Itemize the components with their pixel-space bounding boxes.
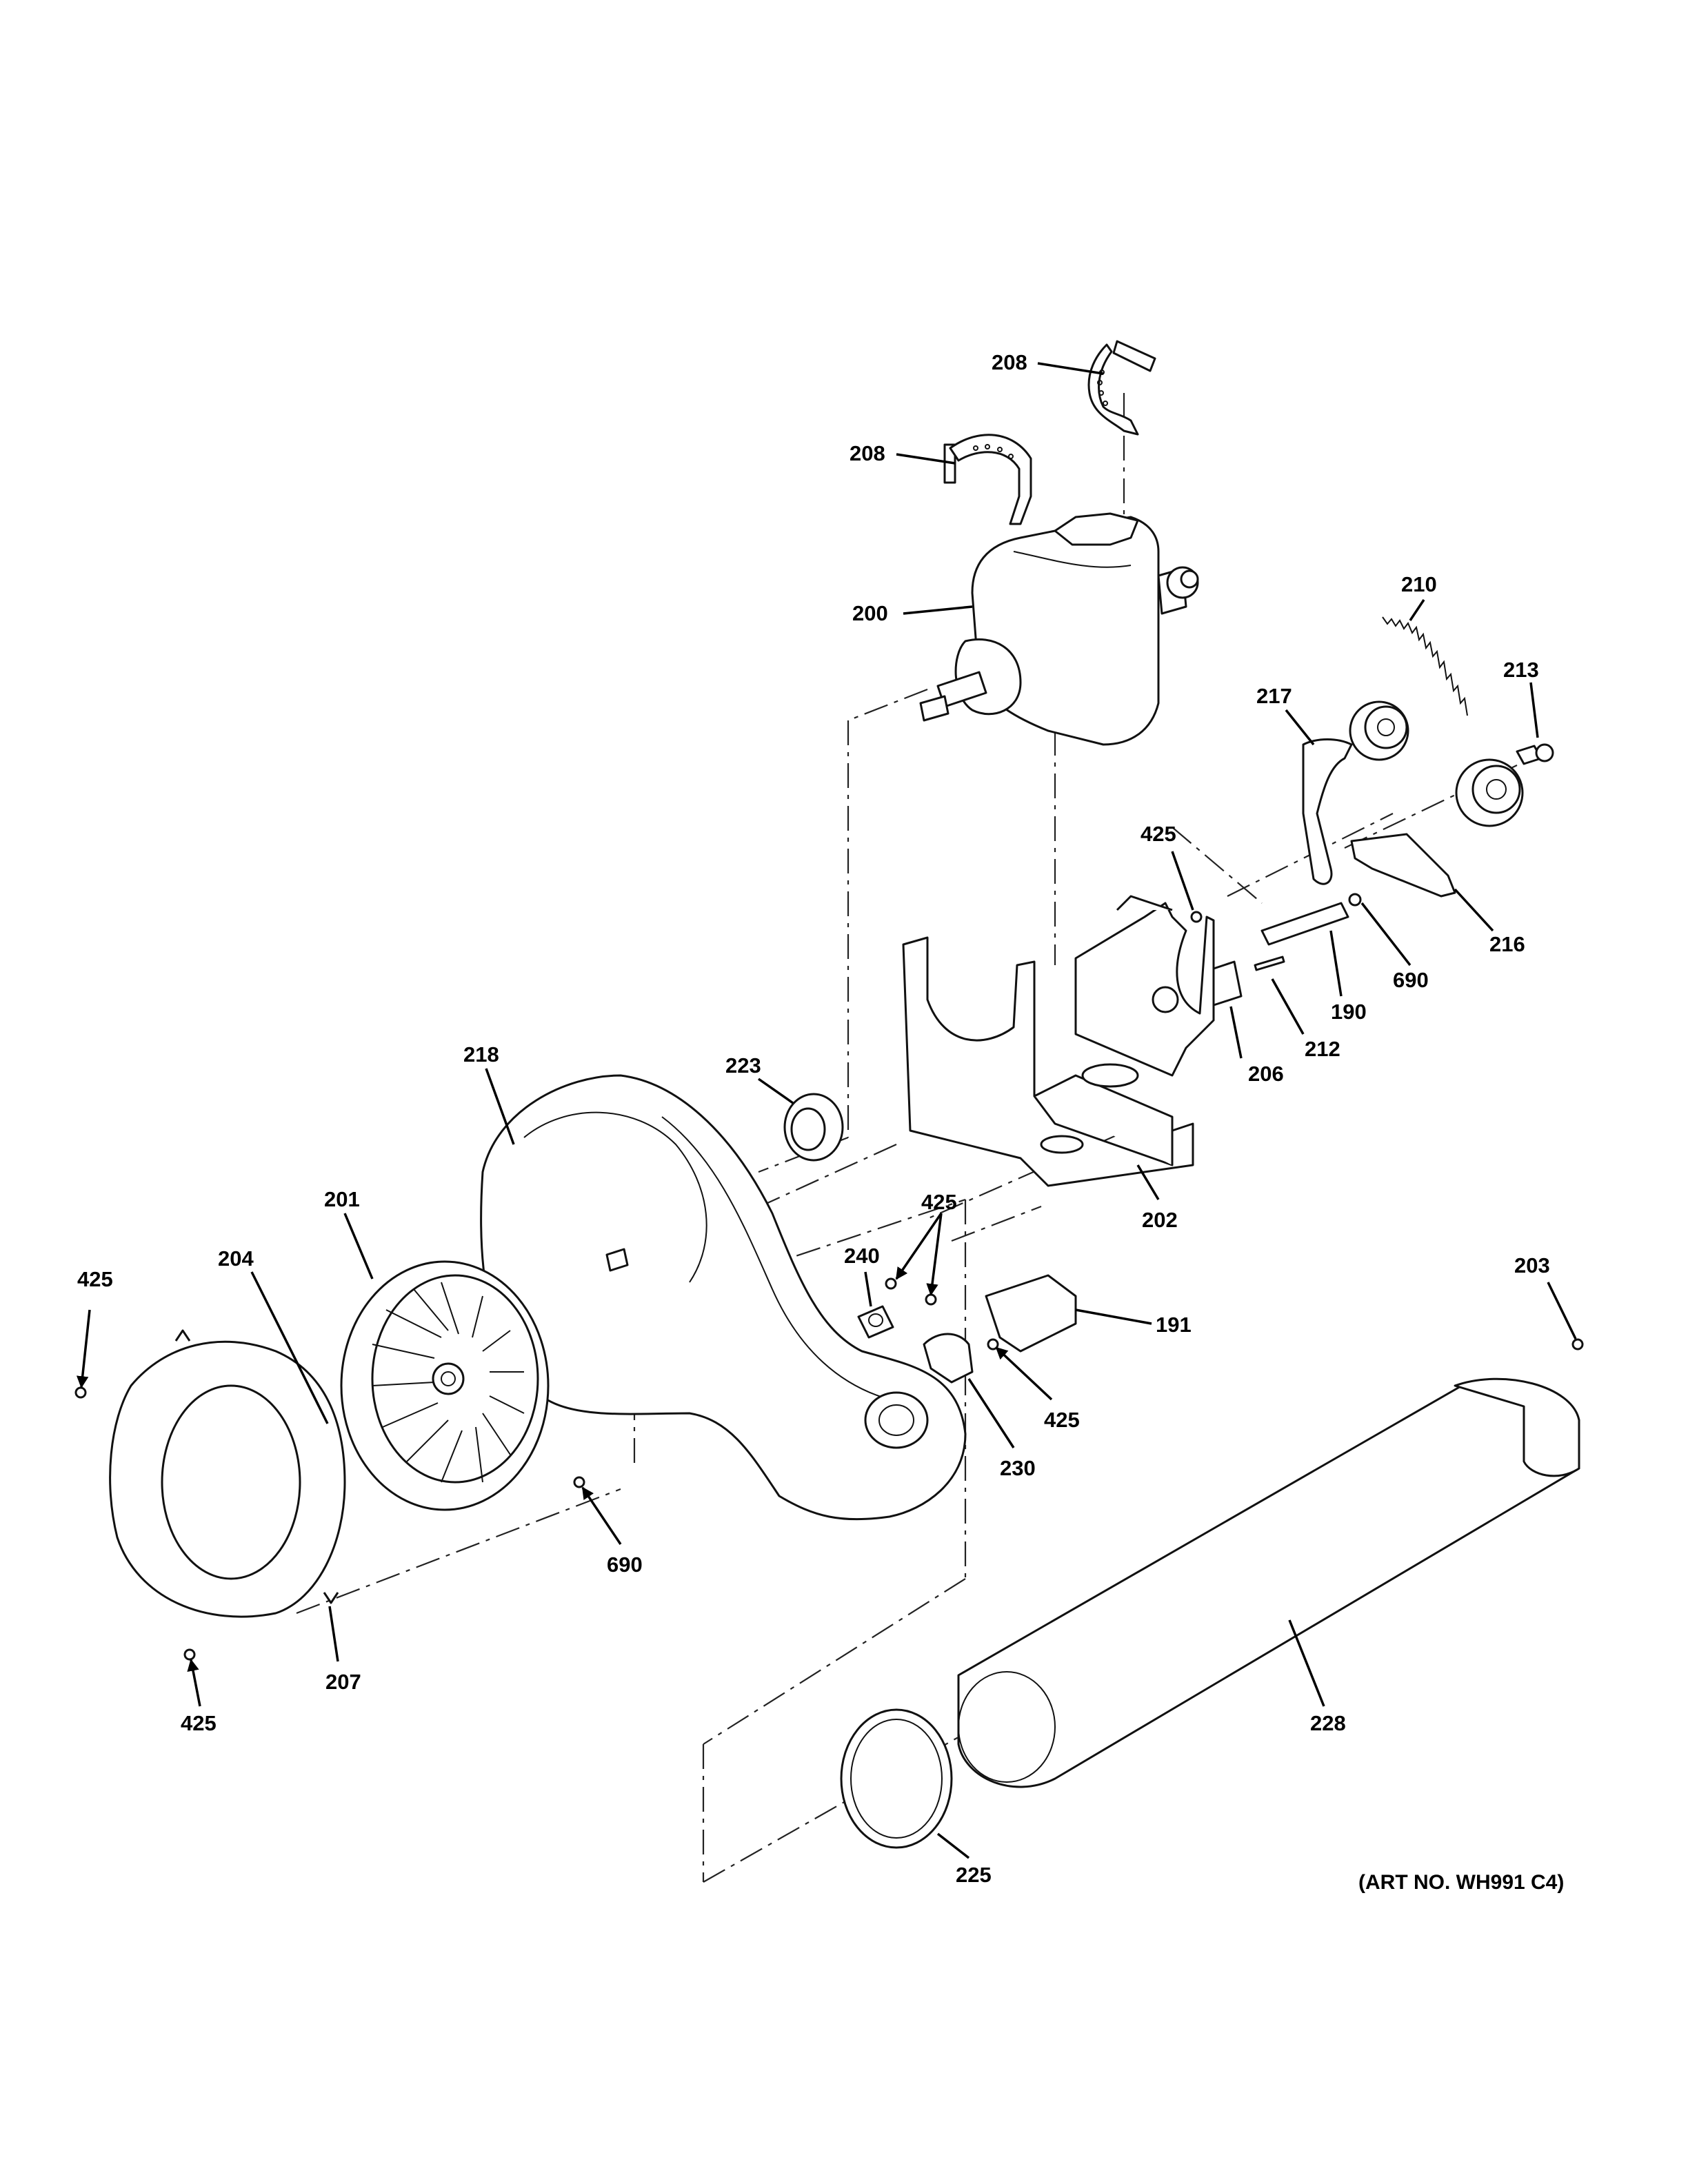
cover-207 bbox=[109, 1329, 346, 1618]
callout-425-right: 425 bbox=[1044, 1408, 1080, 1432]
clamp-230 bbox=[923, 1333, 974, 1384]
callout-202: 202 bbox=[1142, 1208, 1178, 1232]
screws bbox=[74, 1277, 1584, 1661]
callout-208-upper: 208 bbox=[992, 350, 1027, 374]
clamp-208-lower bbox=[943, 434, 1032, 525]
retainer-240 bbox=[857, 1305, 894, 1339]
screw-213 bbox=[1516, 743, 1554, 765]
idler-arm-217 bbox=[1302, 700, 1409, 885]
callout-191: 191 bbox=[1156, 1313, 1192, 1337]
callout-201: 201 bbox=[324, 1187, 360, 1211]
bearing-223 bbox=[783, 1093, 844, 1162]
callout-690-lower: 690 bbox=[607, 1553, 643, 1577]
alignment-lines bbox=[296, 393, 1518, 1883]
callout-217: 217 bbox=[1256, 684, 1292, 708]
callout-223: 223 bbox=[725, 1053, 761, 1078]
callout-230: 230 bbox=[1000, 1456, 1036, 1480]
callout-210: 210 bbox=[1401, 572, 1437, 596]
callout-200: 200 bbox=[852, 601, 888, 625]
callout-labels: 208 208 200 210 213 217 425 216 690 190 … bbox=[77, 350, 1550, 1887]
callout-207: 207 bbox=[325, 1670, 361, 1694]
callout-425-left: 425 bbox=[77, 1267, 113, 1291]
callout-212: 212 bbox=[1305, 1037, 1340, 1061]
duct-191 bbox=[985, 1274, 1077, 1353]
callout-228: 228 bbox=[1310, 1711, 1346, 1735]
spring-210 bbox=[1382, 616, 1468, 716]
idler-216 bbox=[1350, 758, 1524, 898]
callout-240: 240 bbox=[844, 1244, 880, 1268]
motor-bracket-202 bbox=[902, 895, 1215, 1187]
actuator-190 bbox=[1260, 893, 1362, 946]
callout-425-bottom: 425 bbox=[181, 1711, 217, 1735]
callout-425-center: 425 bbox=[921, 1190, 957, 1214]
callout-190: 190 bbox=[1331, 1000, 1367, 1024]
blower-wheel-201 bbox=[340, 1260, 550, 1511]
callout-425-bracket: 425 bbox=[1141, 822, 1176, 846]
exhaust-duct-228 bbox=[957, 1377, 1580, 1788]
art-number: (ART NO. WH991 C4) bbox=[1358, 1871, 1564, 1894]
motor-200 bbox=[919, 512, 1199, 746]
callout-218: 218 bbox=[463, 1042, 499, 1066]
blower-housing-218 bbox=[480, 1074, 967, 1521]
callout-216: 216 bbox=[1489, 932, 1525, 956]
callout-225: 225 bbox=[956, 1863, 992, 1887]
callout-206: 206 bbox=[1248, 1062, 1284, 1086]
callout-204: 204 bbox=[218, 1246, 254, 1271]
leader-lines bbox=[76, 362, 1577, 1859]
ring-225 bbox=[840, 1708, 953, 1849]
callout-208-lower: 208 bbox=[850, 441, 885, 465]
switch-206 bbox=[1202, 956, 1285, 1007]
callout-203: 203 bbox=[1514, 1253, 1550, 1277]
screw-425-bracket bbox=[1190, 911, 1203, 923]
callout-690-upper: 690 bbox=[1393, 968, 1429, 992]
callout-213: 213 bbox=[1503, 658, 1539, 682]
clamp-208-upper bbox=[1087, 340, 1156, 436]
